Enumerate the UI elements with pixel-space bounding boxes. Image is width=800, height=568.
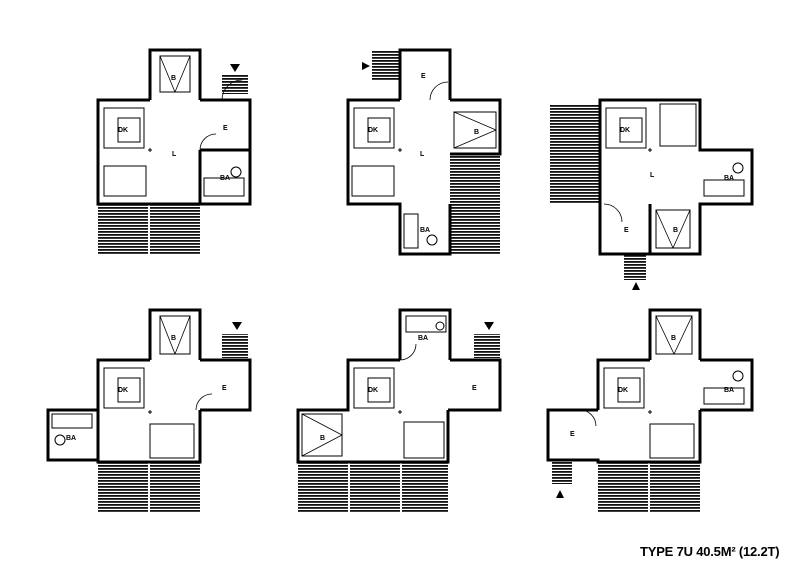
plan-4-bedroom-label: B <box>171 335 176 342</box>
deck-left <box>598 462 648 512</box>
type-caption: TYPE 7U 40.5M² (12.2T) <box>640 544 780 559</box>
plan-6-bedroom-label: B <box>671 335 676 342</box>
plan-4-entry-label: E <box>222 385 227 392</box>
plan-5-bath-label: BA <box>418 335 428 342</box>
plan-3-entry-label: E <box>624 227 629 234</box>
deck-right-upper <box>450 154 500 204</box>
entry-step <box>552 460 572 484</box>
plan-6-dk-label: DK <box>618 387 628 394</box>
deck-right <box>150 462 200 512</box>
plan-2-dk-label: DK <box>368 127 378 134</box>
plan-5 <box>296 308 502 512</box>
plan-1-living-label: L <box>172 151 177 158</box>
plan-5-entry-label: E <box>472 385 477 392</box>
plan-1-dk-label: DK <box>118 127 128 134</box>
entry-step <box>372 50 400 80</box>
plan-6-bath-label: BA <box>724 387 734 394</box>
plan-5-bedroom-label: B <box>320 435 325 442</box>
plan-3-dk-label: DK <box>620 127 630 134</box>
deck-upper-left <box>550 104 600 154</box>
deck-right <box>150 204 200 254</box>
plan-4 <box>46 308 252 512</box>
deck-left <box>298 462 348 512</box>
plan-2-bedroom-label: B <box>474 129 479 136</box>
plan-2-living-label: L <box>420 151 425 158</box>
plan-4-bath-label: BA <box>66 435 76 442</box>
plan-3-living-label: L <box>650 172 655 179</box>
entry-step <box>474 334 500 358</box>
plan-4-dk-label: DK <box>118 387 128 394</box>
plan-1-entry-label: E <box>223 125 228 132</box>
plan-1 <box>96 48 252 254</box>
plan-2-entry-label: E <box>421 73 426 80</box>
deck-lower-left <box>550 154 600 204</box>
entry-step <box>624 254 646 280</box>
deck-right <box>402 462 448 512</box>
deck-left <box>98 204 148 254</box>
plan-2-bath-label: BA <box>420 227 430 234</box>
plan-6-entry-label: E <box>570 431 575 438</box>
entry-step <box>222 334 248 358</box>
plan-6 <box>546 308 754 512</box>
plan-1-bath-label: BA <box>220 175 230 182</box>
plan-3-bedroom-label: B <box>673 227 678 234</box>
entry-step <box>222 74 248 94</box>
deck-right <box>650 462 700 512</box>
deck-right-lower <box>450 204 500 254</box>
plan-3-bath-label: BA <box>724 175 734 182</box>
plan-5-dk-label: DK <box>368 387 378 394</box>
plan-3 <box>550 98 754 290</box>
deck-middle <box>350 462 400 512</box>
plan-2 <box>346 48 502 256</box>
deck-left <box>98 462 148 512</box>
plan-1-bedroom-label: B <box>171 75 176 82</box>
